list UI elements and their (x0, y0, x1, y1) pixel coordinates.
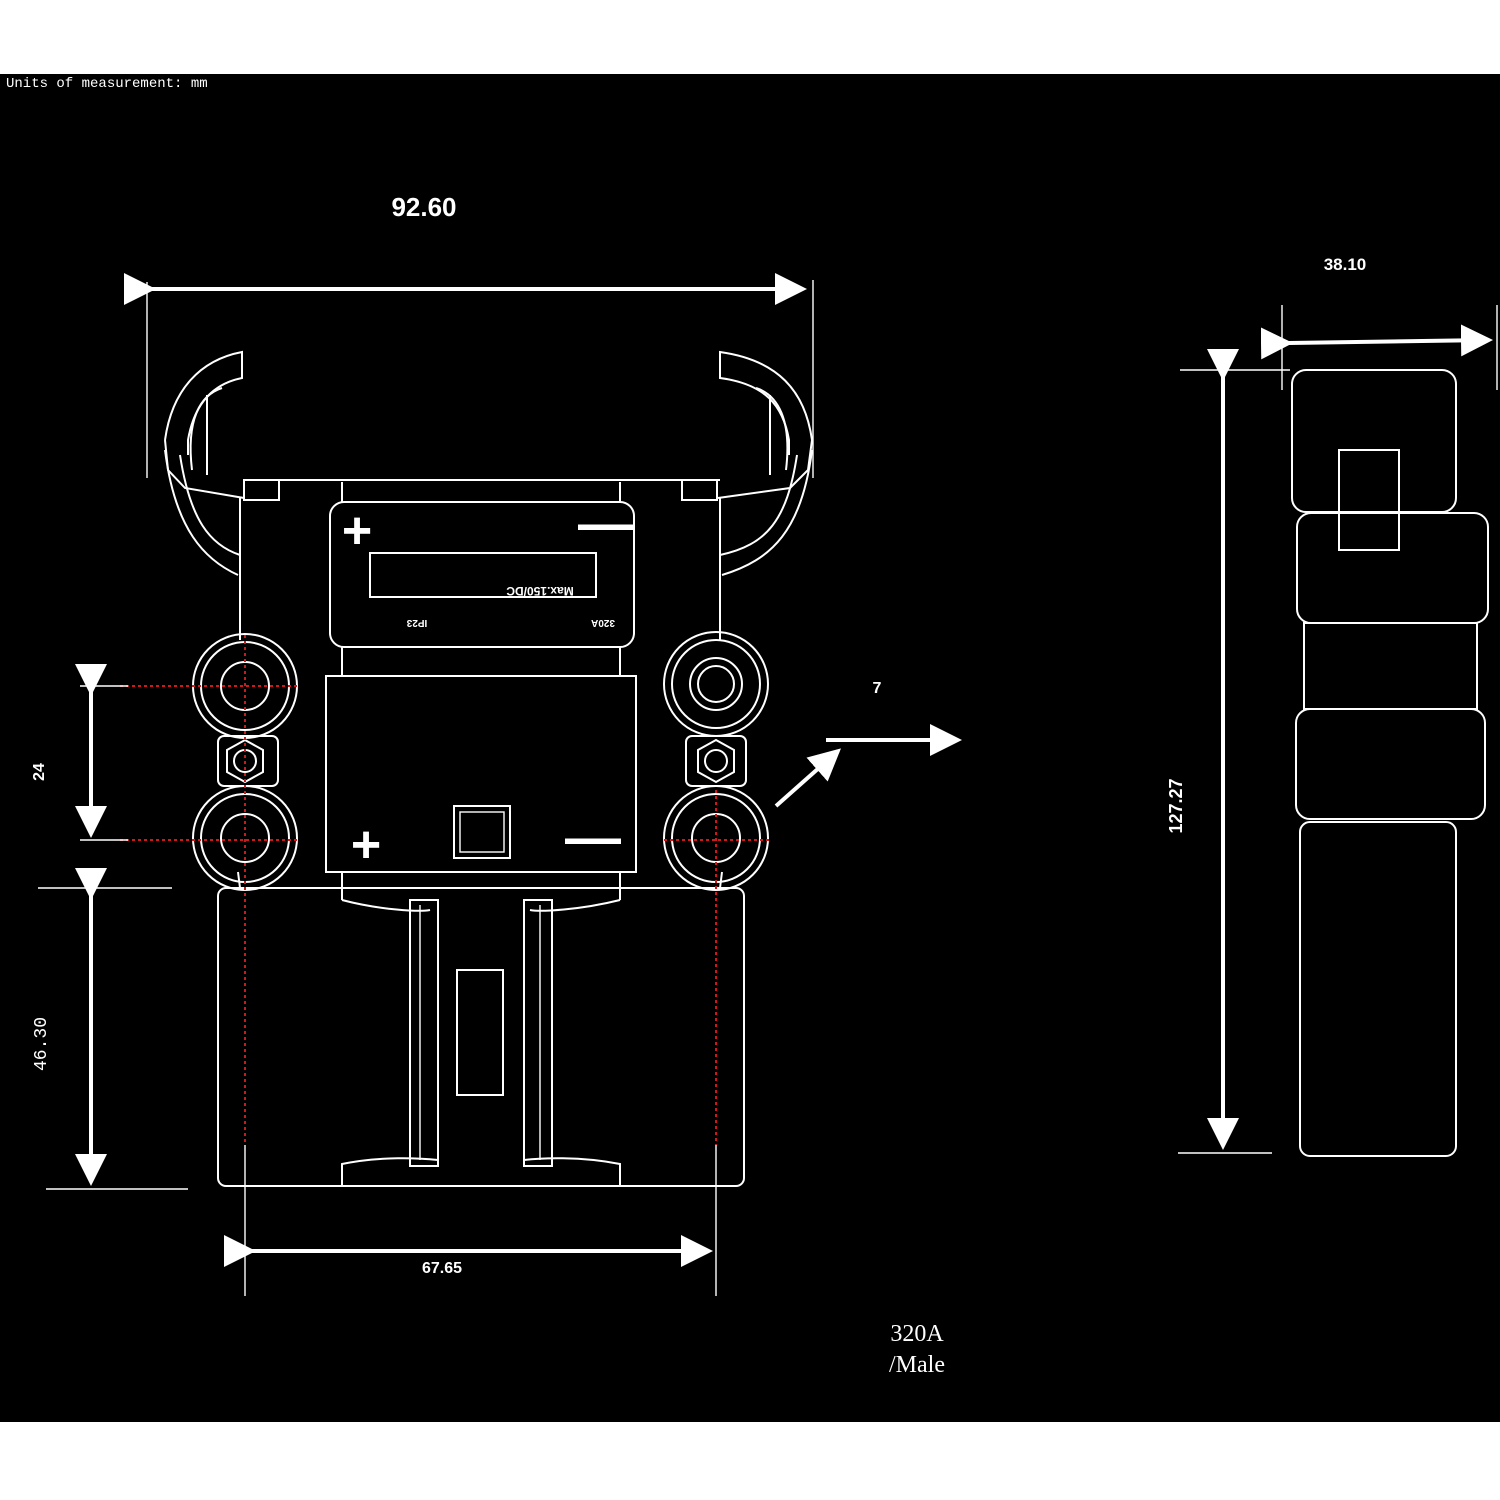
dim-side-depth-label: 38.10 (1324, 255, 1367, 274)
dim-side-height (1178, 349, 1290, 1154)
dim-lower-housing-height (38, 868, 188, 1190)
dim-side-height-label: 127.27 (1166, 778, 1186, 833)
lower-housing (217, 887, 745, 1187)
center-lines (120, 635, 770, 1145)
caption-gender: /Male (889, 1352, 945, 1378)
contact-offset-callout (774, 724, 962, 808)
label-max-rating: Max.150/DC (506, 584, 574, 598)
terminal-top-right (663, 631, 769, 737)
center-latch (453, 805, 511, 859)
label-ip-rating: IP23 (406, 617, 427, 628)
dim-terminal-pitch-label: 24 (31, 763, 48, 781)
mating-face (325, 675, 637, 873)
hex-nut-right (685, 735, 747, 787)
face-minus-symbol: — (565, 805, 621, 868)
dim-overall-width (124, 273, 814, 478)
caption-rating: 320A (890, 1321, 944, 1347)
dim-side-depth (1260, 305, 1498, 390)
handle (164, 350, 813, 576)
label-current: 320A (591, 617, 615, 628)
drawing-background (0, 74, 1500, 1422)
label-plus-top: + (342, 502, 372, 560)
dim-terminal-span-label: 67.65 (422, 1260, 462, 1277)
dim-overall-width-label: 92.60 (391, 192, 456, 222)
label-window (369, 552, 597, 598)
face-plus-symbol: + (351, 816, 381, 874)
dim-terminal-pitch (75, 664, 128, 841)
dim-terminal-span (224, 1145, 717, 1296)
dim-lower-housing-height-label: 46.30 (32, 1017, 52, 1071)
units-note: Units of measurement: mm (6, 76, 208, 92)
contact-offset-label: 7 (873, 680, 882, 697)
connector-body (237, 482, 723, 900)
side-view (1291, 369, 1489, 1157)
label-plate (329, 501, 635, 648)
label-minus-top: — (578, 491, 634, 554)
